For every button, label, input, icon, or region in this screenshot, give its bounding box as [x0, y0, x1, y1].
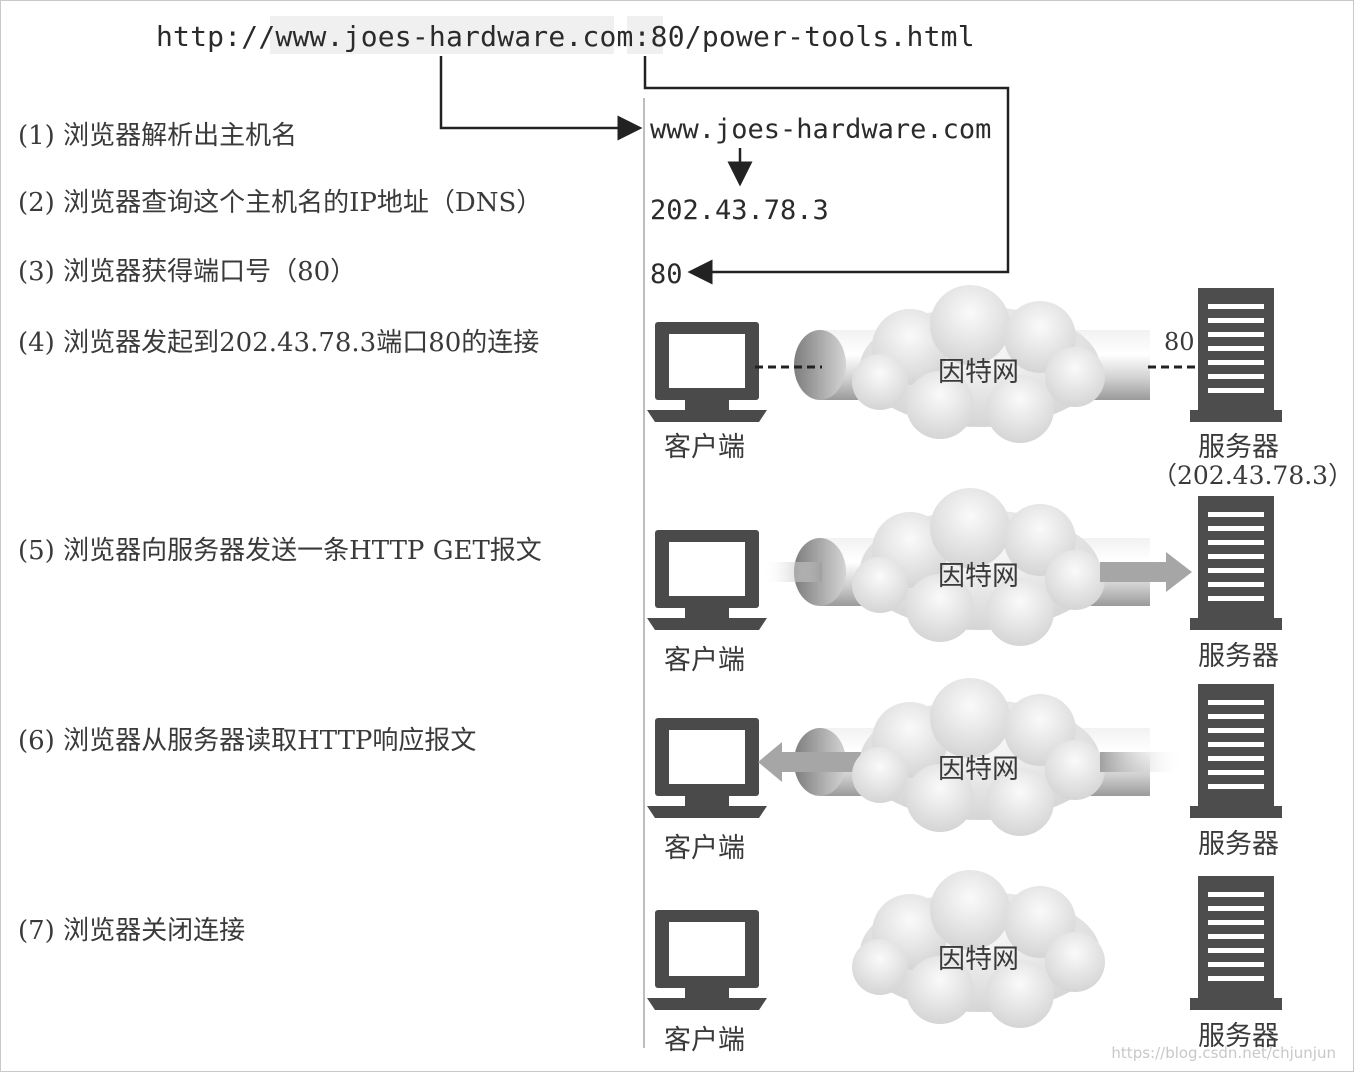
- request-arrow-icon: [1166, 552, 1192, 592]
- step-2-label: (2) 浏览器查询这个主机名的IP地址（DNS）: [18, 188, 543, 218]
- server-icon: [1190, 496, 1282, 630]
- scene-response: [647, 678, 1282, 836]
- server-label: 服务器: [1198, 1021, 1279, 1052]
- hostname-connector-arrow: [439, 56, 643, 141]
- internet-label: 因特网: [938, 944, 1019, 975]
- watermark: https://blog.csdn.net/chjunjun: [1111, 1044, 1336, 1062]
- port-label: 80: [650, 259, 683, 290]
- server-port-label: 80: [1164, 328, 1195, 356]
- server-label: 服务器: [1198, 641, 1279, 672]
- url-port-highlight: [627, 16, 663, 54]
- internet-label: 因特网: [938, 357, 1019, 388]
- hostname-label: www.joes-hardware.com: [650, 114, 992, 145]
- client-computer-icon: [647, 910, 767, 1010]
- client-label: 客户端: [664, 432, 745, 463]
- ip-address-label: 202.43.78.3: [650, 195, 829, 226]
- server-icon: [1190, 288, 1282, 422]
- step-7-label: (7) 浏览器关闭连接: [18, 916, 246, 946]
- response-arrow-icon: [758, 742, 782, 782]
- server-icon: [1190, 684, 1282, 818]
- client-label: 客户端: [664, 645, 745, 676]
- url-hostname-highlight: [270, 16, 614, 54]
- server-label: 服务器: [1198, 432, 1279, 463]
- internet-label: 因特网: [938, 561, 1019, 592]
- step-3-label: (3) 浏览器获得端口号（80）: [18, 257, 357, 287]
- step-6-label: (6) 浏览器从服务器读取HTTP响应报文: [18, 726, 477, 756]
- step-4-label: (4) 浏览器发起到202.43.78.3端口80的连接: [18, 328, 540, 358]
- scene-request: [647, 488, 1282, 646]
- internet-label: 因特网: [938, 754, 1019, 785]
- server-label: 服务器: [1198, 829, 1279, 860]
- client-computer-icon: [647, 322, 767, 422]
- server-ip-label: （202.43.78.3）: [1152, 461, 1354, 490]
- url-text: http://www.joes-hardware.com:80/power-to…: [156, 20, 975, 53]
- step-1-label: (1) 浏览器解析出主机名: [18, 121, 298, 151]
- step-5-label: (5) 浏览器向服务器发送一条HTTP GET报文: [18, 536, 542, 566]
- client-computer-icon: [647, 530, 767, 630]
- client-label: 客户端: [664, 1025, 745, 1056]
- divider-line: [643, 98, 645, 1048]
- scene-connect: [647, 285, 1282, 443]
- server-icon: [1190, 876, 1282, 1010]
- client-label: 客户端: [664, 833, 745, 864]
- client-computer-icon: [647, 718, 767, 818]
- port-connector-arrow: [643, 56, 1010, 285]
